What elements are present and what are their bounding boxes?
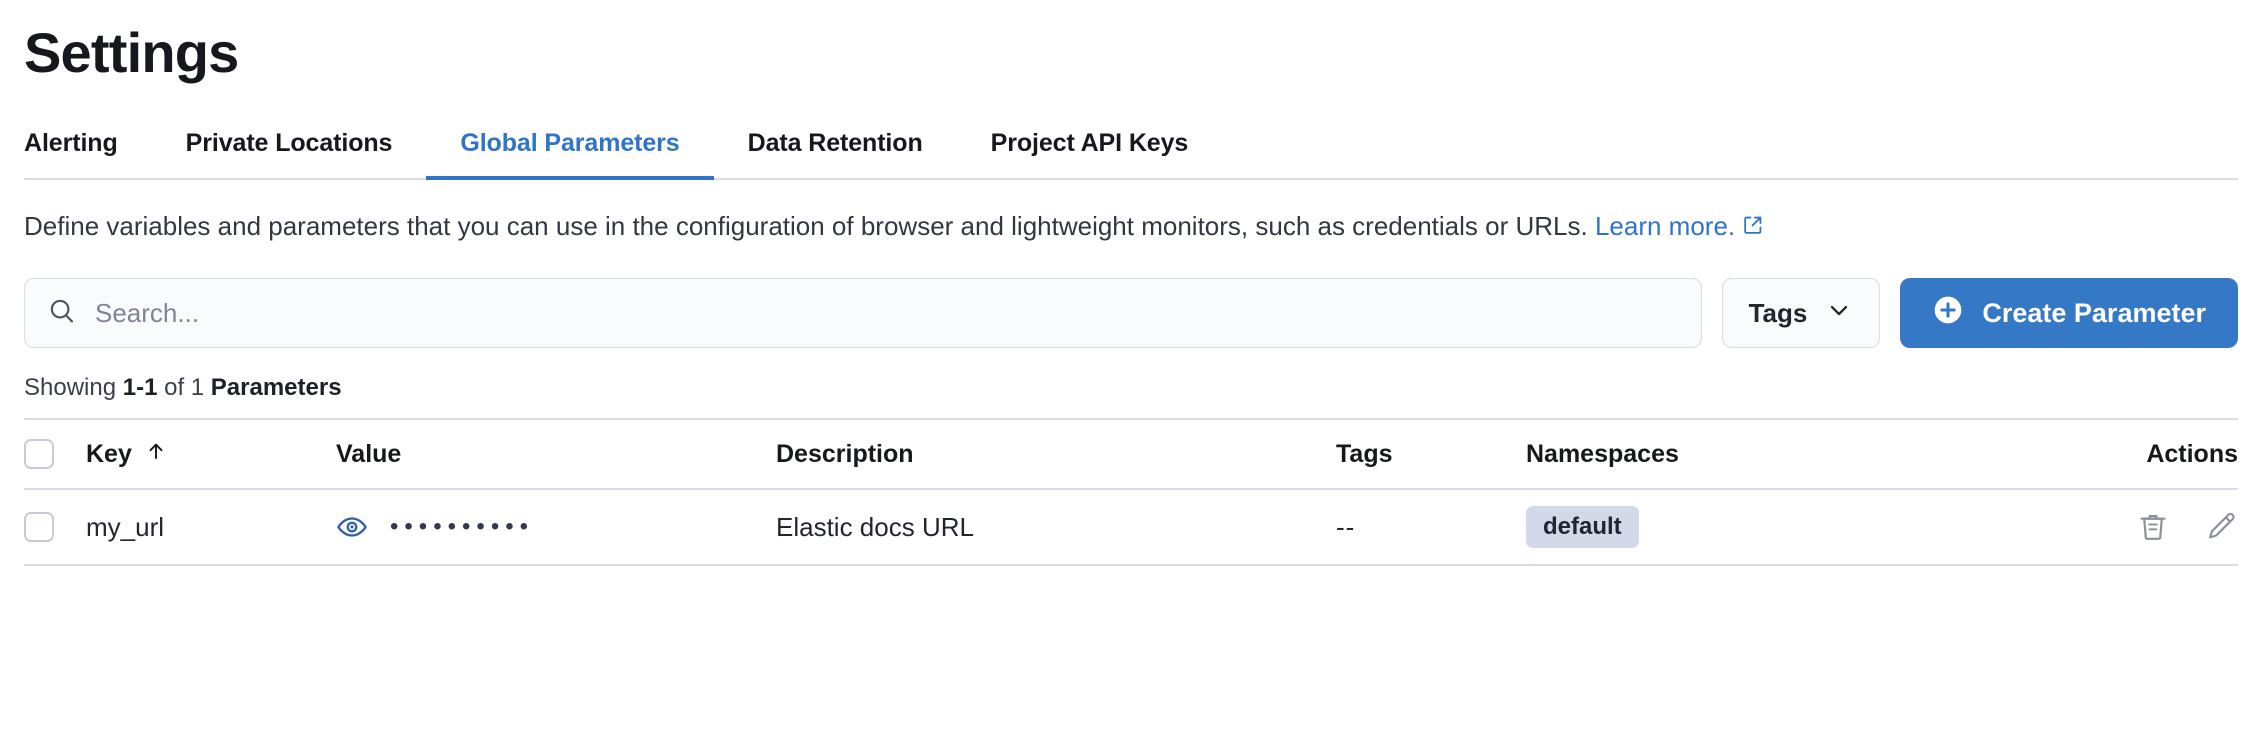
chevron-down-icon — [1825, 296, 1853, 331]
row-select-cell — [24, 512, 86, 543]
results-range: 1-1 — [122, 374, 158, 402]
results-count: Showing 1-1 of 1 Parameters — [24, 374, 2238, 402]
column-header-value-label: Value — [336, 439, 402, 468]
cell-actions — [2048, 510, 2238, 544]
results-suffix: Parameters — [210, 374, 342, 402]
results-prefix: Showing — [24, 374, 123, 402]
tab-project-api-keys[interactable]: Project API Keys — [990, 128, 1189, 157]
tab-global-parameters[interactable]: Global Parameters — [426, 123, 714, 180]
column-header-tags[interactable]: Tags — [1336, 440, 1526, 469]
column-header-namespaces-label: Namespaces — [1526, 439, 1679, 468]
column-header-key-label: Key — [86, 439, 132, 468]
learn-more-label: Learn more. — [1594, 210, 1736, 241]
row-select-checkbox[interactable] — [24, 512, 54, 543]
create-parameter-button[interactable]: Create Parameter — [1900, 278, 2238, 349]
results-middle: of 1 — [157, 374, 211, 402]
select-all-cell — [24, 439, 86, 470]
parameters-table: Key Value Description Tags Namespaces — [24, 418, 2238, 567]
tab-alerting[interactable]: Alerting — [24, 128, 118, 157]
external-link-icon — [1742, 209, 1764, 247]
cell-value-masked: •••••••••• — [390, 513, 535, 541]
learn-more-link[interactable]: Learn more. — [1595, 211, 1735, 241]
column-header-description[interactable]: Description — [776, 440, 1336, 469]
namespace-badge: default — [1526, 506, 1639, 549]
search-field[interactable] — [24, 278, 1702, 349]
delete-icon[interactable] — [2136, 510, 2170, 544]
plus-circle-icon — [1932, 294, 1964, 333]
cell-value: •••••••••• — [336, 511, 776, 543]
table-row: my_url •••••••••• Elastic docs URL -- de… — [24, 490, 2238, 567]
search-icon — [47, 296, 77, 331]
eye-icon[interactable] — [336, 511, 368, 543]
column-header-value[interactable]: Value — [336, 440, 776, 469]
column-header-description-label: Description — [776, 439, 914, 468]
cell-key: my_url — [86, 511, 165, 542]
tags-filter-label: Tags — [1748, 297, 1808, 328]
tab-data-retention[interactable]: Data Retention — [747, 128, 923, 157]
cell-description: Elastic docs URL — [776, 511, 974, 542]
toolbar: Tags Create Parameter — [24, 278, 2238, 349]
page-description: Define variables and parameters that you… — [24, 208, 2204, 247]
description-text: Define variables and parameters that you… — [24, 210, 1595, 241]
cell-namespaces: default — [1526, 506, 2048, 549]
column-header-namespaces[interactable]: Namespaces — [1526, 440, 2048, 469]
tags-filter-dropdown[interactable]: Tags — [1721, 278, 1881, 349]
select-all-checkbox[interactable] — [24, 439, 54, 470]
tab-private-locations[interactable]: Private Locations — [185, 128, 393, 157]
page-title: Settings — [24, 21, 239, 84]
column-header-tags-label: Tags — [1336, 439, 1393, 468]
column-header-key[interactable]: Key — [86, 439, 336, 470]
cell-tags: -- — [1336, 511, 1356, 542]
arrow-up-icon — [144, 439, 168, 470]
table-header-row: Key Value Description Tags Namespaces — [24, 418, 2238, 491]
column-header-actions-label: Actions — [2146, 439, 2238, 468]
settings-tabs: Alerting Private Locations Global Parame… — [24, 123, 2238, 180]
edit-icon[interactable] — [2204, 510, 2238, 544]
column-header-actions: Actions — [2048, 440, 2238, 469]
search-input[interactable] — [95, 279, 1679, 348]
create-parameter-label: Create Parameter — [1982, 297, 2206, 328]
